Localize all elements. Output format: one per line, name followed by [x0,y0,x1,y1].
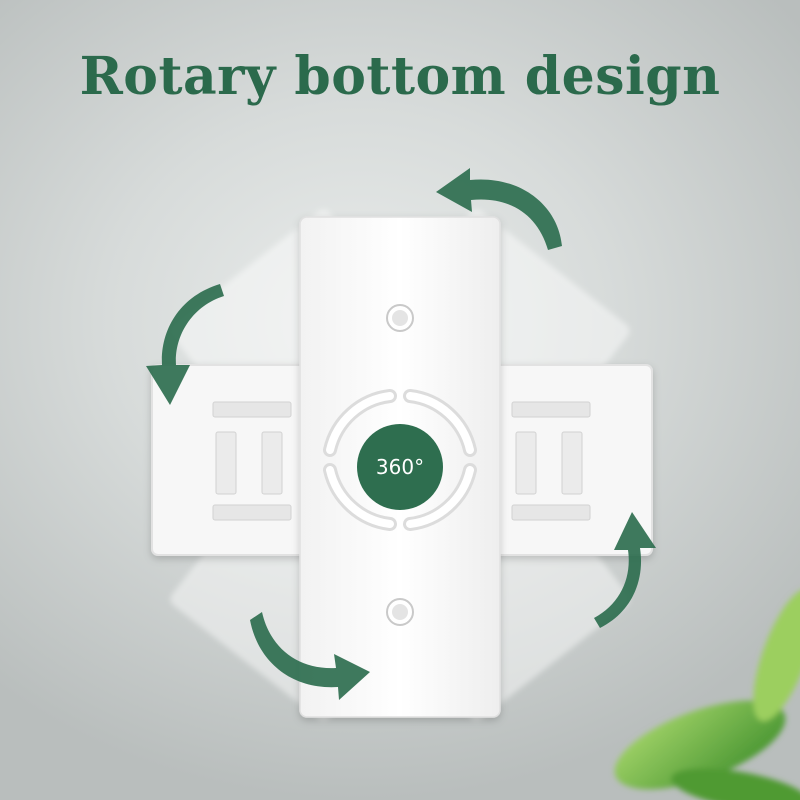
badge-label: 360° [376,455,424,479]
badge-circle [357,424,443,510]
page-title: Rotary bottom design [79,46,721,107]
right-clip-slots [511,401,591,521]
leaf-icon [614,588,800,800]
left-clip-slots [212,401,292,521]
curved-arrow-icon [146,168,656,700]
vertical-plate: 360° [299,216,501,718]
